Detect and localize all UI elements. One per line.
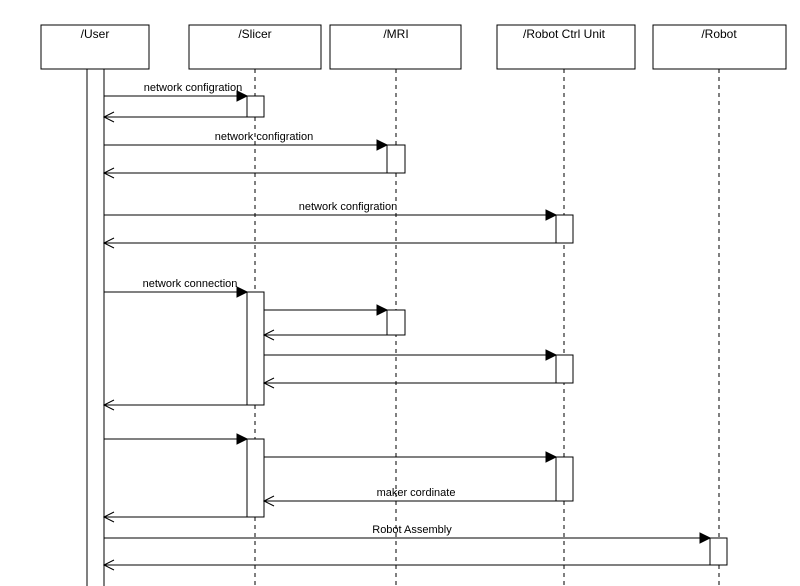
activation-bar-robot [709,537,728,566]
arrowhead-filled [376,304,389,316]
activation-bar-ctrl [555,354,574,384]
participant-box [40,24,150,70]
arrowhead-filled [236,286,249,298]
activation-bar-mri [386,144,406,174]
message-call: Robot Assembly [104,524,712,544]
activation-bar-slicer [246,291,265,406]
message-label: network connection [143,278,238,290]
participant-robot[interactable]: /Robot [652,24,787,70]
arrowhead-open [102,399,115,411]
arrowhead-filled [545,349,558,361]
participant-label: /Robot Ctrl Unit [523,27,606,41]
message-label: network configration [215,131,313,143]
arrowhead-filled [545,209,558,221]
message-return [102,167,387,179]
message-return [102,511,247,523]
message-label: network configration [144,82,242,94]
message-label: Robot Assembly [372,524,452,536]
message-return [262,377,556,389]
arrowhead-open [102,559,115,571]
message-call [104,433,249,445]
message-return [102,559,710,571]
message-call: network configration [104,201,558,221]
activation-bar-slicer [246,95,265,118]
participant-label: /Robot [701,27,737,41]
message-return [102,237,556,249]
message-call [264,304,389,316]
participant-box [496,24,636,70]
activation-bar-mri [386,309,406,336]
message-call [264,349,558,361]
arrowhead-open [262,377,275,389]
activation-bar-ctrl [555,456,574,502]
participant-ctrl[interactable]: /Robot Ctrl Unit [496,24,636,70]
message-call [264,451,558,463]
message-return [262,329,387,341]
message-call: network configration [104,82,249,102]
message-call: network connection [104,278,249,298]
arrowhead-open [102,111,115,123]
arrowhead-open [102,511,115,523]
arrowhead-open [262,495,275,507]
arrowhead-filled [376,139,389,151]
message-return [102,111,247,123]
participant-mri[interactable]: /MRI [329,24,462,70]
message-label: maker cordinate [377,487,456,499]
participant-user[interactable]: /User [40,24,150,70]
arrowhead-open [102,167,115,179]
message-return [102,399,247,411]
activation-bar-ctrl [555,214,574,244]
message-return: maker cordinate [262,487,556,507]
participant-label: /Slicer [238,27,271,41]
participant-box [188,24,322,70]
message-call: network configration [104,131,389,151]
participant-label: /User [81,27,110,41]
arrowhead-filled [236,90,249,102]
arrowhead-open [102,237,115,249]
participant-slicer[interactable]: /Slicer [188,24,322,70]
participant-label: /MRI [383,27,408,41]
message-label: network configration [299,201,397,213]
arrowhead-filled [699,532,712,544]
activation-bar-slicer [246,438,265,518]
activation-bar-user [86,68,105,586]
arrowhead-open [262,329,275,341]
participant-box [329,24,462,70]
arrowhead-filled [545,451,558,463]
arrowhead-filled [236,433,249,445]
